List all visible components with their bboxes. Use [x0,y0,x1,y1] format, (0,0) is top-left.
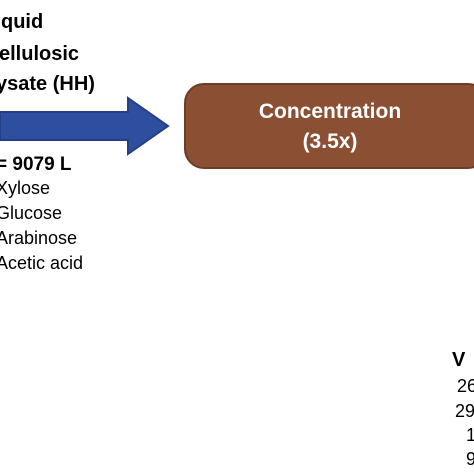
output-value-3: 1 [466,425,474,445]
component-glucose: Glucose [0,203,63,223]
component-arabinose: Arabinose [0,228,78,248]
component-xylose: Xylose [0,178,51,198]
input-title-line-1: quid [1,11,44,33]
output-value-4: 9 [466,449,474,469]
process-label: Concentration (3.5x) [186,97,474,157]
output-value-2: 29 [455,401,474,421]
output-value-1: 26 [457,376,474,396]
output-volume-label: V [452,349,466,371]
arrow-shape [0,96,170,156]
flow-arrow [0,96,170,156]
input-title-line-2: ellulosic [0,43,80,65]
concentration-process-box [184,83,474,169]
component-acetic-acid: Acetic acid [0,253,84,273]
process-factor: (3.5x) [302,130,358,153]
input-title-line-3: ysate (HH) [0,73,95,95]
process-name: Concentration [258,100,402,123]
input-volume: = 9079 L [0,154,72,175]
